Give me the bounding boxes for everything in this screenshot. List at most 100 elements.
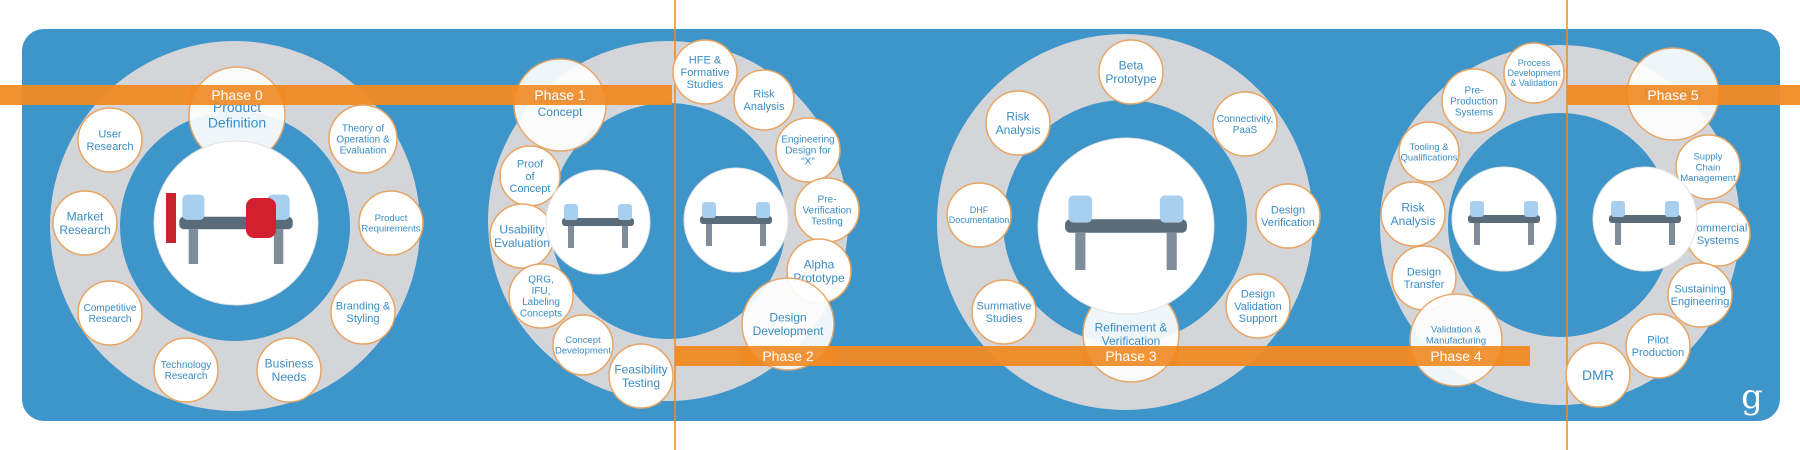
phase-label: Phase 5 — [1647, 87, 1699, 103]
node-circle — [672, 39, 738, 105]
node-circle — [330, 279, 396, 345]
node-circle — [1675, 134, 1741, 200]
phase-label-bg — [1625, 85, 1721, 105]
node-label: DMR — [1582, 367, 1614, 383]
phase3-product-image — [1037, 137, 1215, 315]
phase-4-name-node: Validation &ManufacturingTransfer — [1409, 293, 1503, 387]
node-circle — [985, 90, 1051, 156]
phase1-product-image — [545, 169, 651, 275]
phase-label-bg — [1408, 346, 1504, 366]
node-circle — [1380, 181, 1446, 247]
phase-label-bg — [189, 85, 285, 105]
phase-label-bg — [512, 85, 608, 105]
node-circle — [946, 182, 1012, 248]
node-circle — [1625, 313, 1691, 379]
node-circle — [1225, 273, 1291, 339]
phase0-product-image — [153, 140, 319, 306]
phase-label: Phase 4 — [1430, 348, 1482, 364]
node-circle — [775, 117, 841, 183]
node-circle — [1565, 342, 1631, 408]
phase-label: Phase 3 — [1105, 348, 1157, 364]
node-circle — [971, 279, 1037, 345]
phase-band — [0, 85, 672, 105]
node-dmr: DMR — [1565, 342, 1631, 408]
node-circle — [77, 107, 143, 173]
node-label: Connectivity,PaaS — [1217, 114, 1274, 136]
node-circle — [1667, 262, 1733, 328]
node-circle — [77, 280, 143, 346]
phase2-product-image — [683, 167, 789, 273]
node-label: Branding &Styling — [336, 301, 391, 325]
phase-label: Phase 1 — [534, 87, 586, 103]
node-label: Tooling &Qualifications — [1400, 142, 1457, 164]
node-connectivity-paas: Connectivity,PaaS — [1212, 91, 1278, 157]
company-logo: g — [1741, 377, 1763, 417]
node-circle — [153, 337, 219, 403]
phase-label-bg — [740, 346, 836, 366]
phase-label: Phase 0 — [211, 87, 263, 103]
node-circle — [52, 190, 118, 256]
node-circle — [1255, 183, 1321, 249]
node-circle — [256, 337, 322, 403]
node-circle — [1503, 42, 1565, 104]
node-tooling-qualifications: Tooling &Qualifications — [1398, 121, 1460, 183]
node-circle — [1212, 91, 1278, 157]
phase-label-bg — [1083, 346, 1179, 366]
phase-label: Phase 2 — [762, 348, 814, 364]
node-circle — [358, 190, 424, 256]
node-circle — [1441, 68, 1507, 134]
phase4-product-image — [1451, 166, 1557, 272]
node-circle — [328, 104, 398, 174]
